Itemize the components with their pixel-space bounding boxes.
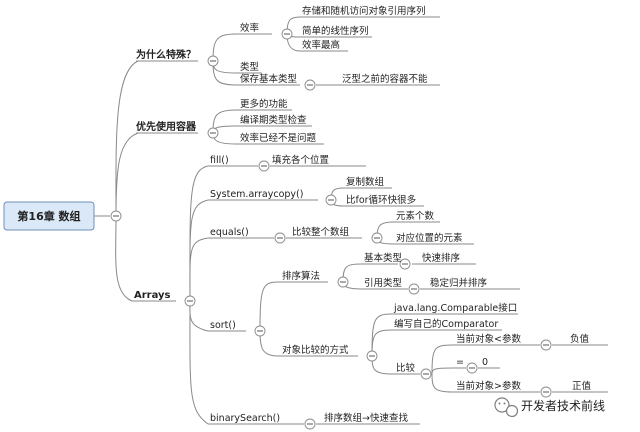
node-cur-gt[interactable]: 当前对象>参数 — [456, 380, 521, 392]
collapse-toggle-sort-alg[interactable] — [337, 276, 349, 288]
node-eff-store[interactable]: 存储和随机访问对象引用序列 — [302, 5, 426, 17]
collapse-toggle-prefer[interactable] — [207, 127, 219, 139]
wechat-logo-icon — [494, 397, 519, 418]
node-type[interactable]: 类型 — [240, 61, 260, 73]
node-fill[interactable]: fill() — [210, 155, 229, 166]
node-positive[interactable]: 正值 — [572, 380, 592, 392]
collapse-toggle-cur-gt[interactable] — [540, 386, 552, 398]
node-why[interactable]: 为什么特殊？ — [136, 48, 196, 61]
watermark-text: 开发者技术前线 — [521, 398, 605, 413]
node-compare[interactable]: 比较 — [396, 362, 416, 374]
collapse-toggle-binsearch[interactable] — [304, 418, 316, 430]
node-elem-count[interactable]: 元素个数 — [396, 210, 435, 222]
node-binsearch-desc[interactable]: 排序数组→快速查找 — [324, 412, 408, 424]
collapse-toggle-cur-lt[interactable] — [540, 339, 552, 351]
node-zero[interactable]: 0 — [482, 357, 488, 368]
node-compile-check[interactable]: 编译期类型检查 — [240, 114, 307, 126]
node-negative[interactable]: 负值 — [570, 333, 590, 345]
node-sort[interactable]: sort() — [210, 320, 236, 331]
node-sort-alg[interactable]: 排序算法 — [282, 270, 320, 282]
node-arraycopy[interactable]: System.arraycopy() — [210, 189, 303, 200]
watermark: 开发者技术前线 — [494, 397, 605, 418]
collapse-toggle-compare[interactable] — [420, 368, 432, 380]
node-basic-type[interactable]: 基本类型 — [364, 252, 403, 264]
collapse-toggle-keep-basic[interactable] — [304, 79, 316, 91]
collapse-toggle-eq[interactable] — [466, 362, 478, 374]
node-prefer[interactable]: 优先使用容器 — [136, 120, 197, 133]
collapse-toggle-fill[interactable] — [258, 160, 270, 172]
node-obj-cmp[interactable]: 对象比较的方式 — [282, 344, 349, 356]
collapse-toggle-arraycopy[interactable] — [325, 194, 337, 206]
collapse-toggle-obj-cmp[interactable] — [366, 350, 378, 362]
collapse-toggle-arrays[interactable] — [184, 295, 196, 307]
collapse-toggle-equals[interactable] — [274, 232, 286, 244]
root-label: 第16章 数组 — [17, 209, 80, 223]
node-pos-elem[interactable]: 对应位置的元素 — [396, 232, 463, 244]
node-labels: 为什么特殊？ 效率 存储和随机访问对象引用序列 简单的线性序列 效率最高 类型 … — [134, 5, 592, 424]
node-fill-desc[interactable]: 填充各个位置 — [272, 154, 329, 166]
node-ref-type[interactable]: 引用类型 — [364, 277, 403, 289]
node-faster-for[interactable]: 比for循环快很多 — [346, 194, 416, 206]
collapse-toggle-basic-type[interactable] — [399, 258, 411, 270]
node-equals[interactable]: equals() — [210, 227, 249, 238]
node-efficiency[interactable]: 效率 — [240, 22, 260, 34]
root-node[interactable]: 第16章 数组 — [3, 201, 95, 231]
node-stable-merge[interactable]: 稳定归并排序 — [430, 277, 488, 289]
node-quick-sort[interactable]: 快速排序 — [422, 252, 461, 264]
node-cmp-whole[interactable]: 比较整个数组 — [292, 226, 350, 238]
node-generic-note[interactable]: 泛型之前的容器不能 — [342, 73, 428, 85]
node-cur-lt[interactable]: 当前对象<参数 — [456, 333, 521, 345]
node-comparator[interactable]: 编写自己的Comparator — [394, 318, 498, 330]
node-copy-arr[interactable]: 复制数组 — [346, 176, 385, 188]
node-eff-no-issue[interactable]: 效率已经不是问题 — [240, 132, 317, 144]
collapse-toggle-ref-type[interactable] — [408, 283, 420, 295]
node-eff-highest[interactable]: 效率最高 — [302, 39, 340, 51]
collapse-toggle-sort[interactable] — [254, 325, 266, 337]
node-comparable[interactable]: java.lang.Comparable接口 — [393, 302, 517, 314]
node-eff-linear[interactable]: 简单的线性序列 — [302, 25, 369, 37]
node-arrays[interactable]: Arrays — [134, 290, 171, 301]
collapse-toggle-root[interactable] — [110, 210, 122, 222]
collapse-toggles — [110, 28, 552, 430]
node-more-func[interactable]: 更多的功能 — [240, 98, 288, 110]
collapse-toggle-efficiency[interactable] — [281, 28, 293, 40]
node-keep-basic[interactable]: 保存基本类型 — [240, 73, 298, 85]
collapse-toggle-why[interactable] — [207, 55, 219, 67]
collapse-toggle-cmp-whole[interactable] — [371, 232, 383, 244]
node-binsearch[interactable]: binarySearch() — [210, 413, 280, 424]
node-eq[interactable]: = — [456, 357, 464, 368]
